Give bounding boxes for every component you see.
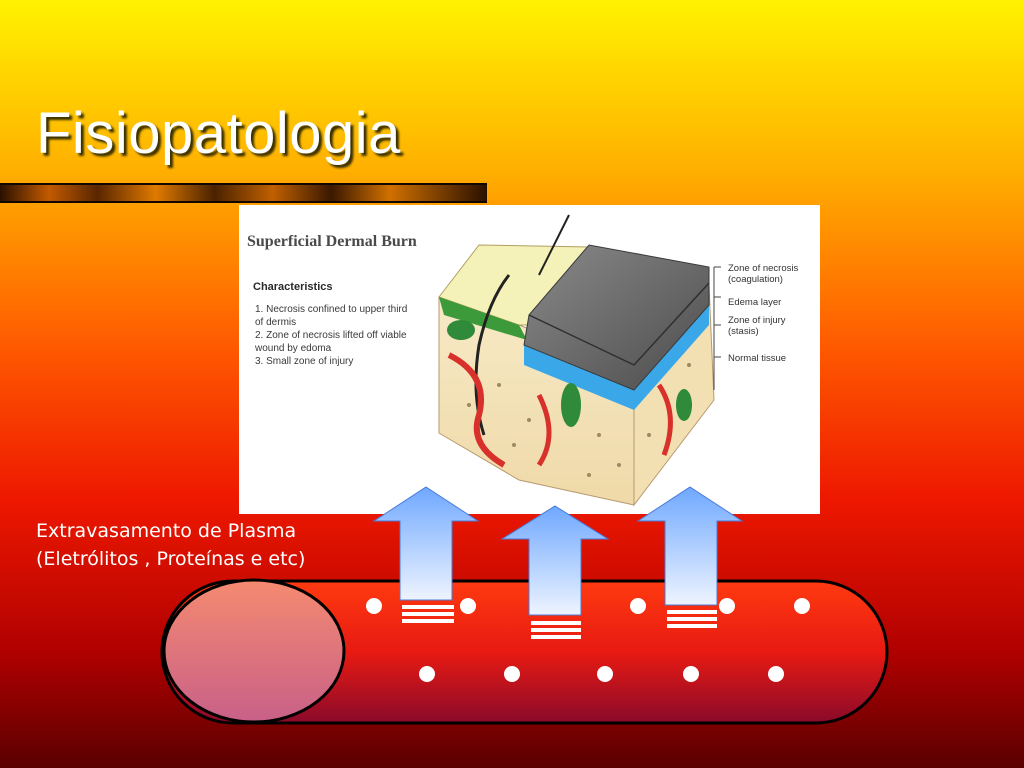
zone-label-edema: Edema layer <box>728 297 782 308</box>
plasma-particle-icon <box>630 598 646 614</box>
plasma-caption: Extravasamento de Plasma (Eletrólitos , … <box>36 517 305 573</box>
zone-label-injury: Zone of injury (stasis) <box>728 315 786 337</box>
characteristic-item: 1. Necrosis confined to upper third of d… <box>255 304 408 328</box>
up-arrow-icon <box>500 505 610 639</box>
zone-label-normal: Normal tissue <box>728 353 787 364</box>
plasma-particle-icon <box>683 666 699 682</box>
plasma-particle-icon <box>504 666 520 682</box>
vessel-tube <box>160 579 889 725</box>
plasma-particle-icon <box>419 666 435 682</box>
characteristics-heading: Characteristics <box>253 281 333 293</box>
skin-cross-section-illustration <box>438 214 721 507</box>
plasma-particle-icon <box>768 666 784 682</box>
plasma-particle-icon <box>719 598 735 614</box>
plasma-particle-icon <box>366 598 382 614</box>
characteristic-item: 2. Zone of necrosis lifted off viable wo… <box>255 330 407 354</box>
characteristic-item: 3. Small zone of injury <box>255 356 354 367</box>
zone-label-necrosis: Zone of necrosis (coagulation) <box>728 263 799 285</box>
burn-diagram: Superficial Dermal Burn Characteristics … <box>239 205 820 514</box>
vessel-opening <box>162 578 346 724</box>
plasma-particle-icon <box>597 666 613 682</box>
caption-line: (Eletrólitos , Proteínas e etc) <box>36 548 306 570</box>
caption-line: Extravasamento de Plasma <box>36 520 297 542</box>
title-underline <box>0 183 487 203</box>
plasma-particle-icon <box>460 598 476 614</box>
up-arrow-icon <box>636 486 744 628</box>
up-arrow-icon <box>372 486 480 623</box>
characteristics-list: 1. Necrosis confined to upper third of d… <box>255 303 415 368</box>
figure-heading: Superficial Dermal Burn <box>247 233 417 250</box>
slide-title: Fisiopatologia <box>36 101 401 166</box>
plasma-particle-icon <box>794 598 810 614</box>
